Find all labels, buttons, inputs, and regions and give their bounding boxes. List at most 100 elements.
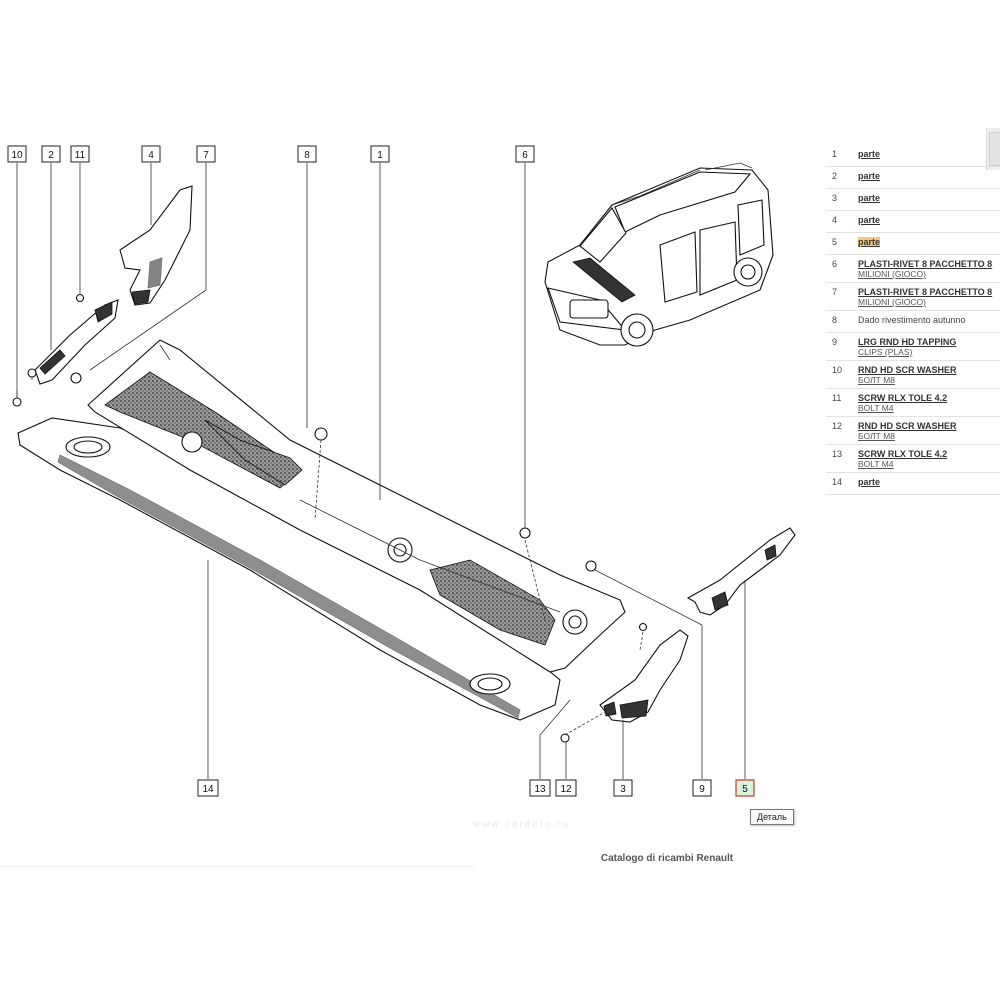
svg-text:1: 1 xyxy=(377,150,383,161)
part-link[interactable]: RND HD SCR WASHER xyxy=(858,365,957,375)
parts-row-text: parte xyxy=(858,149,1000,159)
parts-list-scrollbar[interactable] xyxy=(986,128,1000,170)
part-sublabel[interactable]: BOLT M4 xyxy=(858,403,894,413)
svg-text:10: 10 xyxy=(11,150,23,161)
svg-text:12: 12 xyxy=(560,784,572,795)
parts-row-number: 13 xyxy=(832,449,843,459)
catalog-caption: Catalogo di ricambi Renault xyxy=(0,853,1000,864)
callout-7[interactable]: 7 xyxy=(196,145,216,163)
part-link[interactable]: PLASTI-RIVET 8 PACCHETTO 8 xyxy=(858,259,993,269)
part-sublabel[interactable]: БОЛТ М8 xyxy=(858,431,895,441)
van-illustration xyxy=(544,162,774,347)
part-link[interactable]: parte xyxy=(858,477,881,487)
part-sublabel[interactable]: MILIONI (GIOCO) xyxy=(858,297,926,307)
parts-row-number: 8 xyxy=(832,315,838,325)
svg-text:9: 9 xyxy=(699,784,705,795)
parts-row-number: 1 xyxy=(832,149,838,159)
part-4-upper-bracket[interactable] xyxy=(119,185,193,306)
part-link[interactable]: RND HD SCR WASHER xyxy=(858,421,957,431)
part-1-cowl-panel[interactable] xyxy=(87,339,626,673)
svg-text:11: 11 xyxy=(75,150,86,161)
part-link[interactable]: parte xyxy=(858,171,881,181)
svg-text:5: 5 xyxy=(742,784,748,795)
parts-row-number: 3 xyxy=(832,193,838,203)
svg-text:7: 7 xyxy=(203,150,209,161)
callout-8[interactable]: 8 xyxy=(297,145,317,163)
part-3-lower-right-bracket[interactable] xyxy=(599,629,689,723)
part-link[interactable]: parte xyxy=(858,237,881,247)
callout-4[interactable]: 4 xyxy=(141,145,161,163)
svg-text:3: 3 xyxy=(620,784,626,795)
callout-13[interactable]: 13 xyxy=(529,779,551,797)
callout-9[interactable]: 9 xyxy=(692,779,712,797)
parts-row-text: parte xyxy=(858,193,1000,203)
part-link[interactable]: SCRW RLX TOLE 4.2 xyxy=(858,449,948,459)
parts-row-number: 6 xyxy=(832,259,838,269)
callout-10[interactable]: 10 xyxy=(7,145,27,163)
callout-3[interactable]: 3 xyxy=(613,779,633,797)
part-link[interactable]: parte xyxy=(858,215,881,225)
parts-row-number: 12 xyxy=(832,421,843,431)
callout-2[interactable]: 2 xyxy=(41,145,61,163)
watermark: www.cardoto.ru xyxy=(473,819,570,830)
callout-1[interactable]: 1 xyxy=(370,145,390,163)
parts-row-text: parte xyxy=(858,237,1000,247)
parts-row-4[interactable]: 4 parte xyxy=(826,211,1000,233)
part-description: Dado rivestimento autunno xyxy=(858,315,966,325)
part-sublabel[interactable]: CLIPS (PLAS) xyxy=(858,347,913,357)
parts-row-5[interactable]: 5 parte xyxy=(826,233,1000,255)
svg-text:13: 13 xyxy=(534,784,546,795)
callout-5[interactable]: 5 xyxy=(735,779,755,797)
scrollbar-thumb[interactable] xyxy=(989,132,1000,166)
part-sublabel[interactable]: БОЛТ М8 xyxy=(858,375,895,385)
parts-row-text: parte xyxy=(858,171,1000,181)
svg-text:4: 4 xyxy=(148,150,154,161)
part-2-left-bracket[interactable] xyxy=(34,299,119,385)
parts-row-number: 9 xyxy=(832,337,838,347)
part-link[interactable]: parte xyxy=(858,149,881,159)
part-5-right-bracket[interactable] xyxy=(686,527,796,616)
svg-text:2: 2 xyxy=(48,150,54,161)
svg-text:14: 14 xyxy=(202,784,214,795)
callout-12[interactable]: 12 xyxy=(555,779,577,797)
svg-text:6: 6 xyxy=(522,150,528,161)
tooltip: Деталь xyxy=(750,809,794,825)
part-link[interactable]: parte xyxy=(858,193,881,203)
parts-row-14[interactable]: 14 parte xyxy=(826,473,1000,495)
part-14-lower-panel[interactable] xyxy=(17,417,561,721)
parts-row-number: 2 xyxy=(832,171,838,181)
parts-row-1[interactable]: 1 parte xyxy=(826,145,1000,167)
parts-row-number: 5 xyxy=(832,237,838,247)
callout-11[interactable]: 11 xyxy=(70,145,90,163)
parts-row-number: 11 xyxy=(832,393,842,403)
part-link[interactable]: PLASTI-RIVET 8 PACCHETTO 8 xyxy=(858,287,993,297)
part-sublabel[interactable]: MILIONI (GIOCO) xyxy=(858,269,926,279)
leader-lines xyxy=(16,163,746,779)
callout-6[interactable]: 6 xyxy=(515,145,535,163)
parts-row-3[interactable]: 3 parte xyxy=(826,189,1000,211)
parts-row-number: 4 xyxy=(832,215,838,225)
parts-row-number: 14 xyxy=(832,477,843,487)
parts-row-8[interactable]: 8 Dado rivestimento autunno xyxy=(826,311,1000,333)
parts-row-2[interactable]: 2 parte xyxy=(826,167,1000,189)
part-link[interactable]: SCRW RLX TOLE 4.2 xyxy=(858,393,948,403)
svg-text:8: 8 xyxy=(304,150,310,161)
part-sublabel[interactable]: BOLT M4 xyxy=(858,459,894,469)
part-link[interactable]: LRG RND HD TAPPING xyxy=(858,337,957,347)
callout-14[interactable]: 14 xyxy=(197,779,219,797)
